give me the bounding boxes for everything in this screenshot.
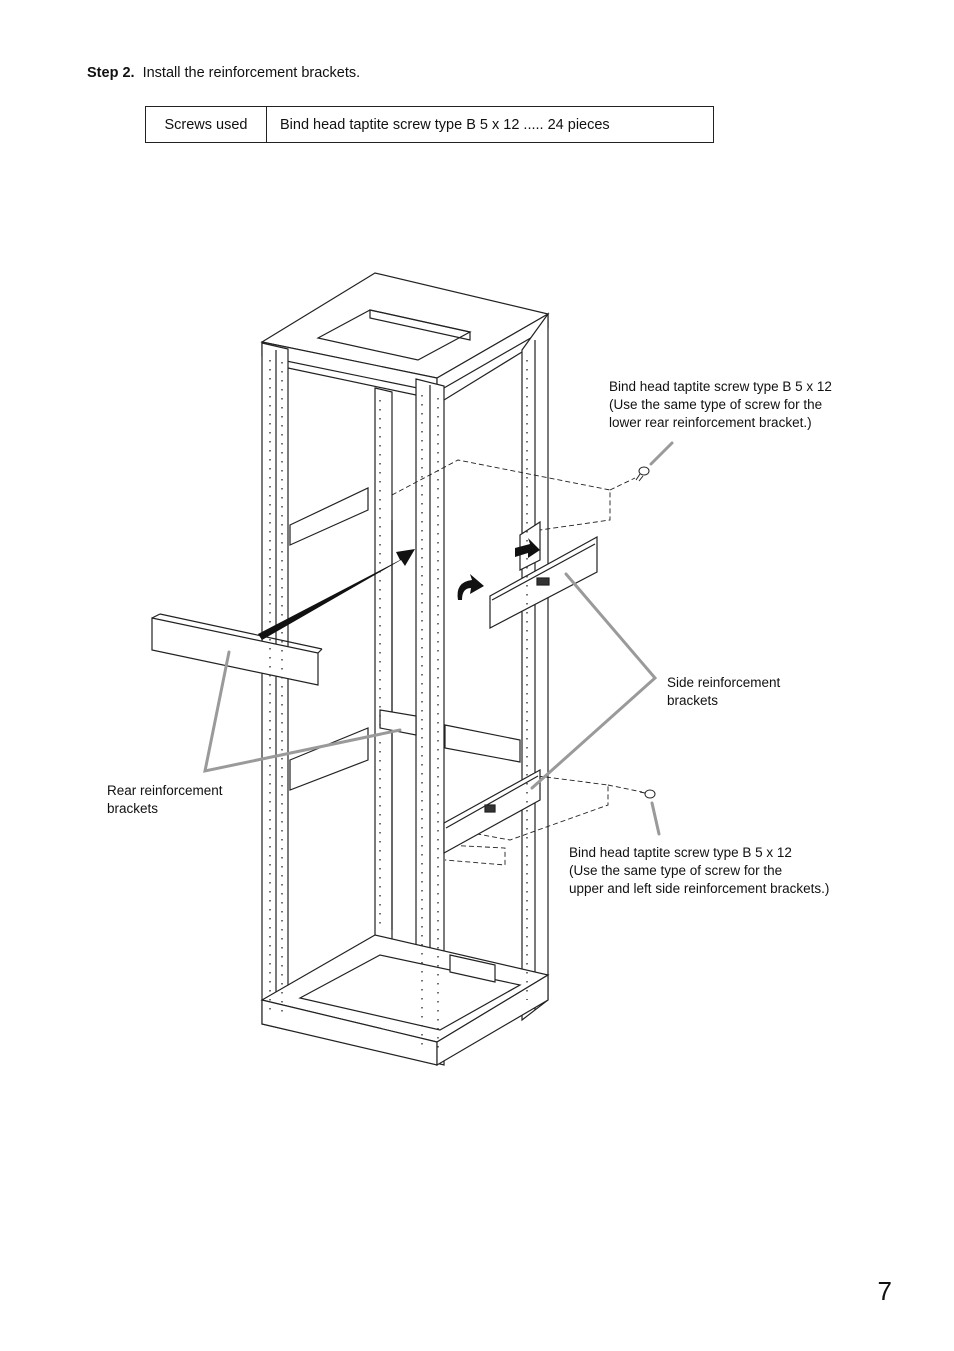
callout-rear-brackets: Rear reinforcement brackets: [107, 783, 223, 816]
rotation-arrow-right: [515, 538, 540, 558]
callout-side-brackets: Side reinforcement brackets: [667, 675, 781, 708]
screws-used-value: Bind head taptite screw type B 5 x 12 ..…: [280, 116, 610, 133]
callout-upper-screw: Bind head taptite screw type B 5 x 12 (U…: [609, 379, 832, 430]
screws-used-table: Screws used Bind head taptite screw type…: [145, 106, 714, 143]
page-number: 7: [877, 1276, 892, 1306]
pillar-rear-left: [374, 387, 393, 941]
step-instruction: Install the reinforcement brackets.: [142, 65, 361, 81]
rotation-arrow-left: [457, 574, 484, 600]
screw-icon-upper: [635, 466, 650, 482]
pillar-front-left: [261, 342, 289, 1031]
rear-reinforcement-bracket: [151, 617, 319, 686]
step-number: Step 2.: [87, 65, 135, 81]
callout-lower-screw: Bind head taptite screw type B 5 x 12 (U…: [569, 845, 830, 896]
screw-icon-lower: [639, 789, 656, 799]
step-heading: Step 2. Install the reinforcement bracke…: [87, 65, 360, 81]
insertion-arrow: [258, 549, 415, 640]
screws-used-header: Screws used: [146, 107, 267, 142]
